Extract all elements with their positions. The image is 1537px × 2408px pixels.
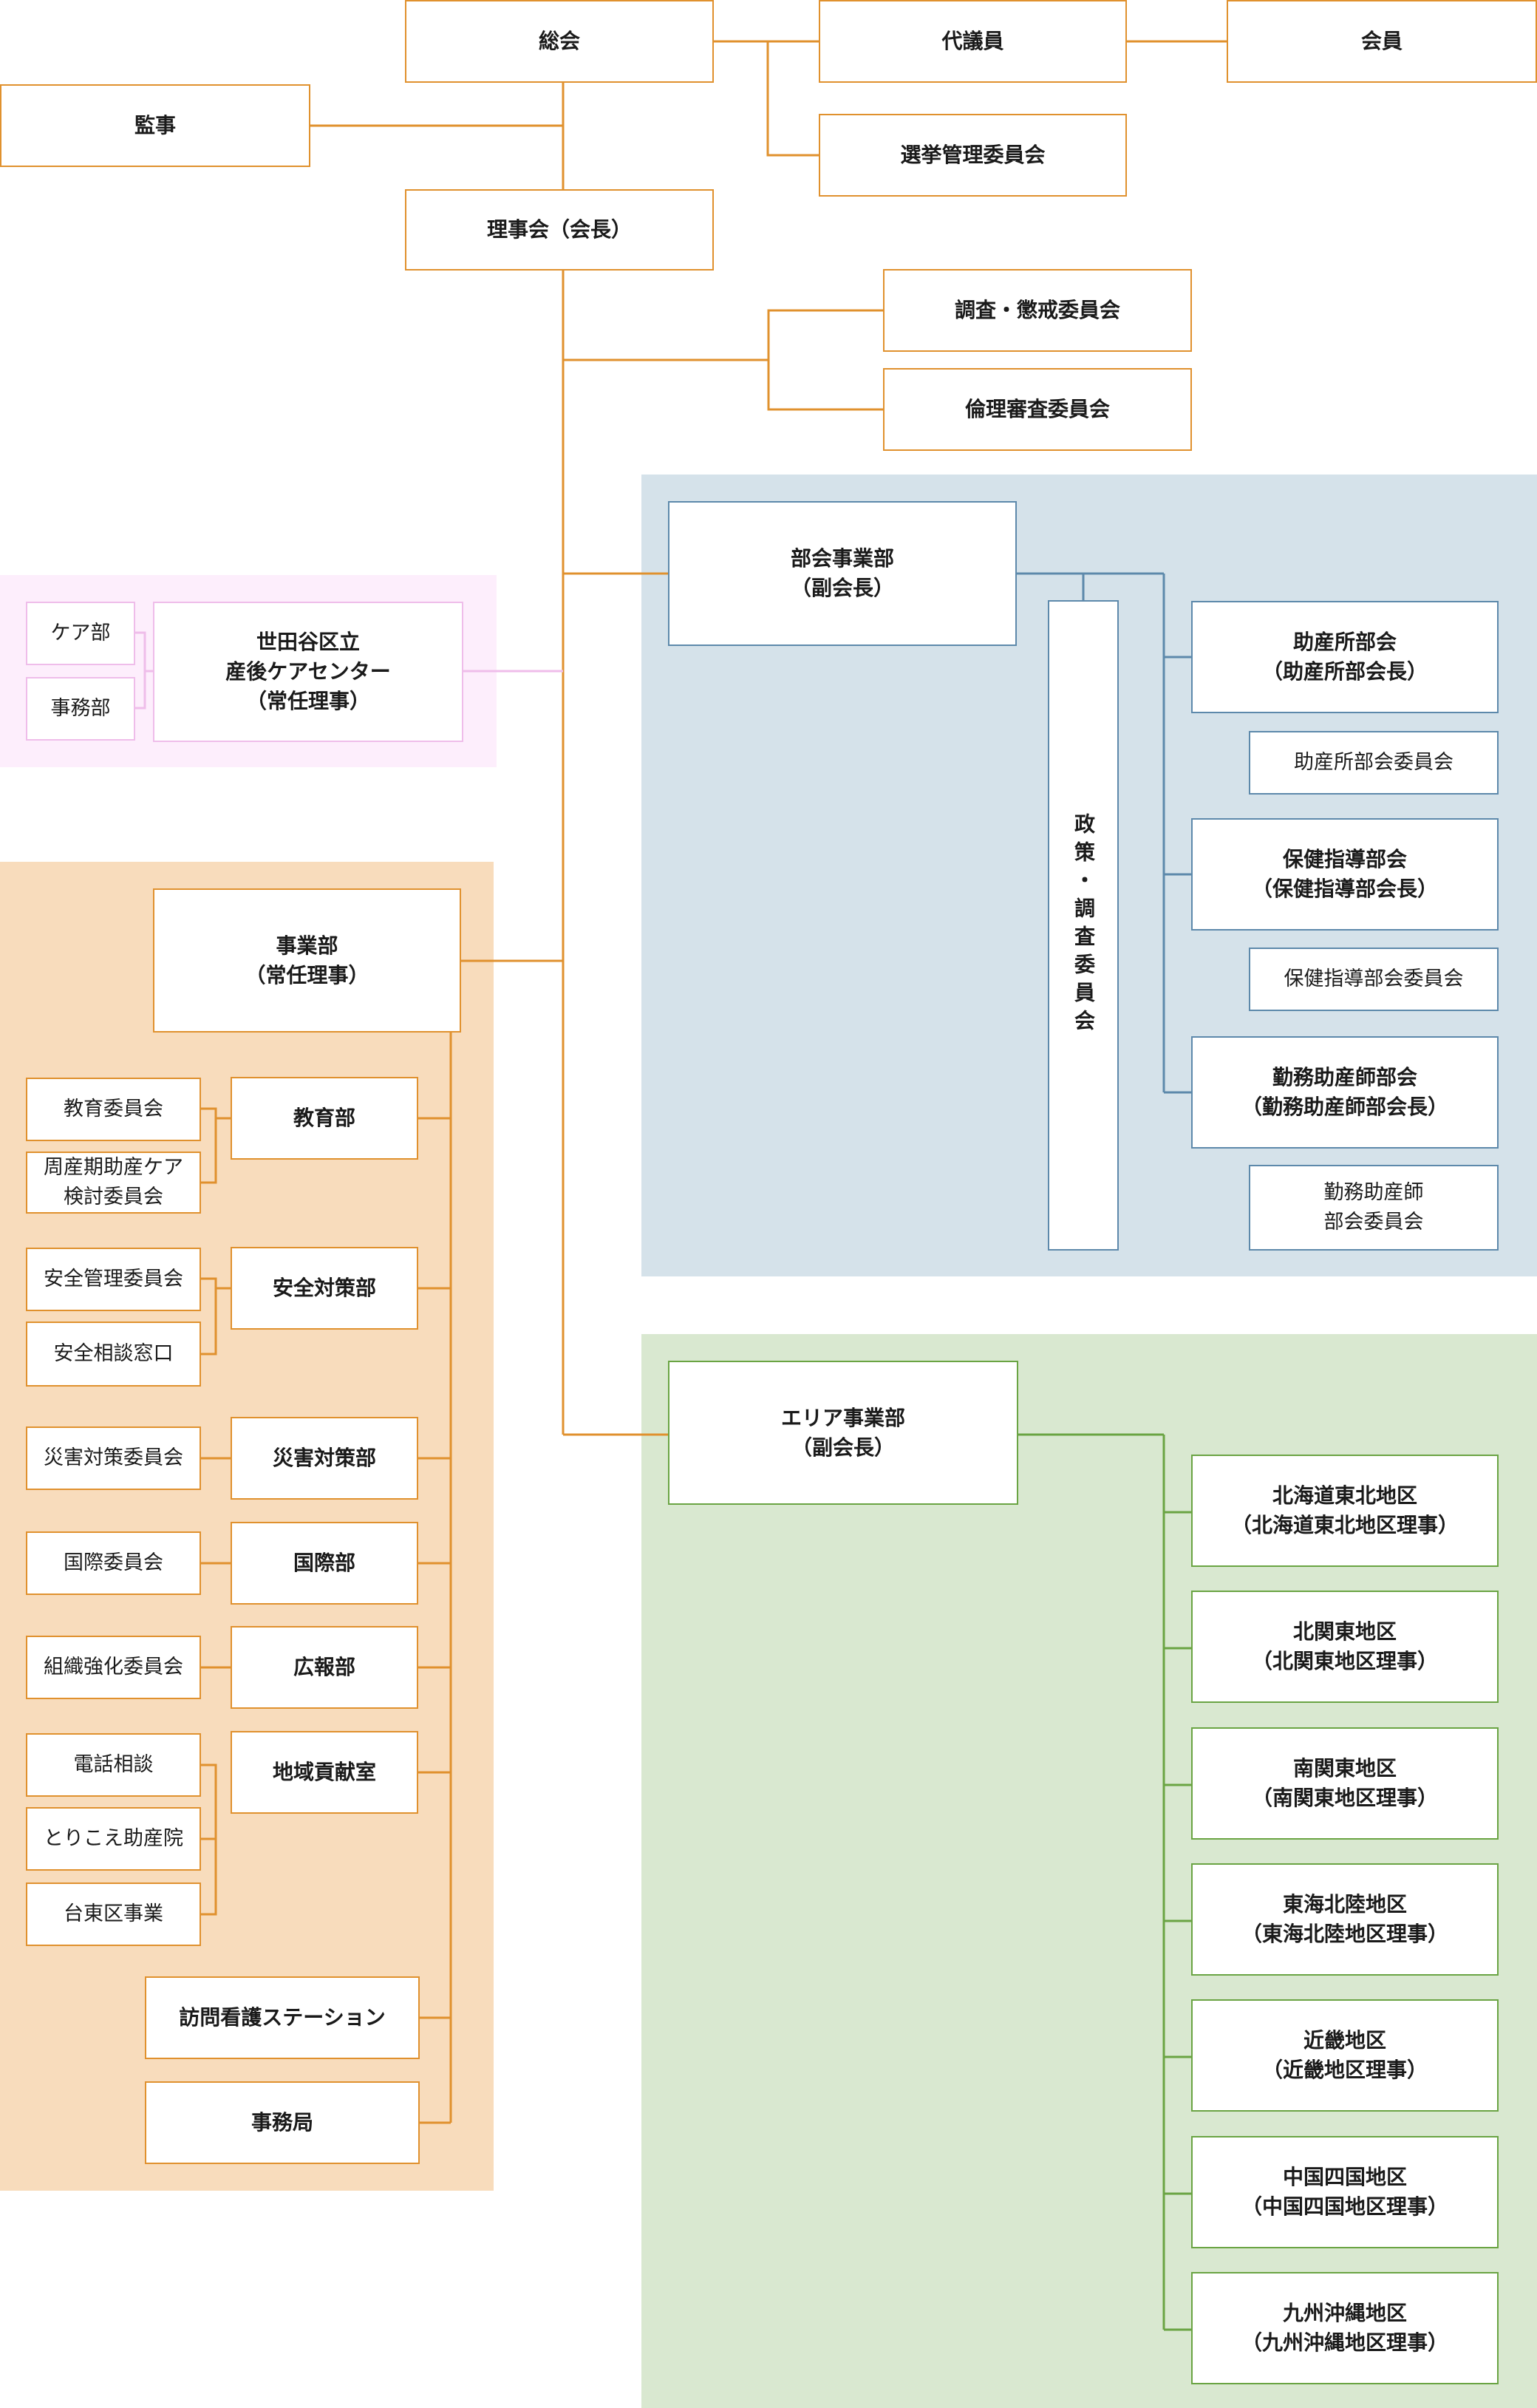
election-committee-box: 選挙管理委員会 <box>819 114 1127 197</box>
general-assembly-box: 総会 <box>405 0 714 83</box>
ethics-committee-box: 倫理審査委員会 <box>883 368 1192 451</box>
pink-connectors <box>135 631 563 710</box>
care-center-box: 世田谷区立 産後ケアセンター （常任理事） <box>153 602 463 742</box>
intl-committee-box: 国際委員会 <box>26 1531 201 1595</box>
business-box: 事業部 （常任理事） <box>153 888 461 1033</box>
pr-dept-box: 広報部 <box>231 1626 418 1709</box>
policy-committee-box: 政策・調査委員会 <box>1048 600 1119 1251</box>
chugoku-shikoku-box: 中国四国地区 （中国四国地区理事） <box>1191 2136 1499 2248</box>
green-connectors <box>1018 1433 1191 2331</box>
torikoe-box: とりこえ助産院 <box>26 1807 201 1871</box>
office-dept-box: 事務部 <box>26 677 135 741</box>
members-box: 会員 <box>1227 0 1537 83</box>
orange-connectors <box>201 40 1227 2124</box>
auditor-box: 監事 <box>0 84 310 167</box>
education-dept-box: 教育部 <box>231 1077 418 1160</box>
care-dept-box: ケア部 <box>26 602 135 665</box>
health-guidance-committee-box: 保健指導部会委員会 <box>1249 948 1499 1011</box>
safety-dept-box: 安全対策部 <box>231 1247 418 1330</box>
hokkaido-tohoku-box: 北海道東北地区 （北海道東北地区理事） <box>1191 1455 1499 1567</box>
taito-box: 台東区事業 <box>26 1882 201 1946</box>
health-guidance-box: 保健指導部会 （保健指導部会長） <box>1191 818 1499 931</box>
education-committee-box: 教育委員会 <box>26 1078 201 1141</box>
secretariat-box: 事務局 <box>145 2081 420 2164</box>
midwifery-home-box: 助産所部会 （助産所部会長） <box>1191 601 1499 713</box>
employed-midwives-committee-box: 勤務助産師 部会委員会 <box>1249 1165 1499 1251</box>
minami-kanto-box: 南関東地区 （南関東地区理事） <box>1191 1727 1499 1840</box>
kinki-box: 近畿地区 （近畿地区理事） <box>1191 1999 1499 2112</box>
disaster-committee-box: 災害対策委員会 <box>26 1426 201 1490</box>
kyushu-okinawa-box: 九州沖縄地区 （九州沖縄地区理事） <box>1191 2272 1499 2384</box>
employed-midwives-box: 勤務助産師部会 （勤務助産師部会長） <box>1191 1036 1499 1149</box>
safety-consult-box: 安全相談窓口 <box>26 1322 201 1387</box>
division-box: 部会事業部 （副会長） <box>668 501 1017 646</box>
visiting-nurse-box: 訪問看護ステーション <box>145 1976 420 2059</box>
intl-dept-box: 国際部 <box>231 1522 418 1605</box>
perinatal-committee-box: 周産期助産ケア 検討委員会 <box>26 1152 201 1214</box>
tokai-hokuriku-box: 東海北陸地区 （東海北陸地区理事） <box>1191 1863 1499 1976</box>
disaster-dept-box: 災害対策部 <box>231 1417 418 1500</box>
blue-connectors <box>1017 572 1191 1094</box>
kita-kanto-box: 北関東地区 （北関東地区理事） <box>1191 1591 1499 1703</box>
phone-consult-box: 電話相談 <box>26 1733 201 1797</box>
community-office-box: 地域貢献室 <box>231 1731 418 1814</box>
safety-committee-box: 安全管理委員会 <box>26 1248 201 1311</box>
org-committee-box: 組織強化委員会 <box>26 1636 201 1699</box>
investigation-committee-box: 調査・懲戒委員会 <box>883 269 1192 352</box>
midwifery-home-committee-box: 助産所部会委員会 <box>1249 731 1499 795</box>
area-box: エリア事業部 （副会長） <box>668 1361 1018 1505</box>
board-box: 理事会（会長） <box>405 189 714 271</box>
delegates-box: 代議員 <box>819 0 1127 83</box>
